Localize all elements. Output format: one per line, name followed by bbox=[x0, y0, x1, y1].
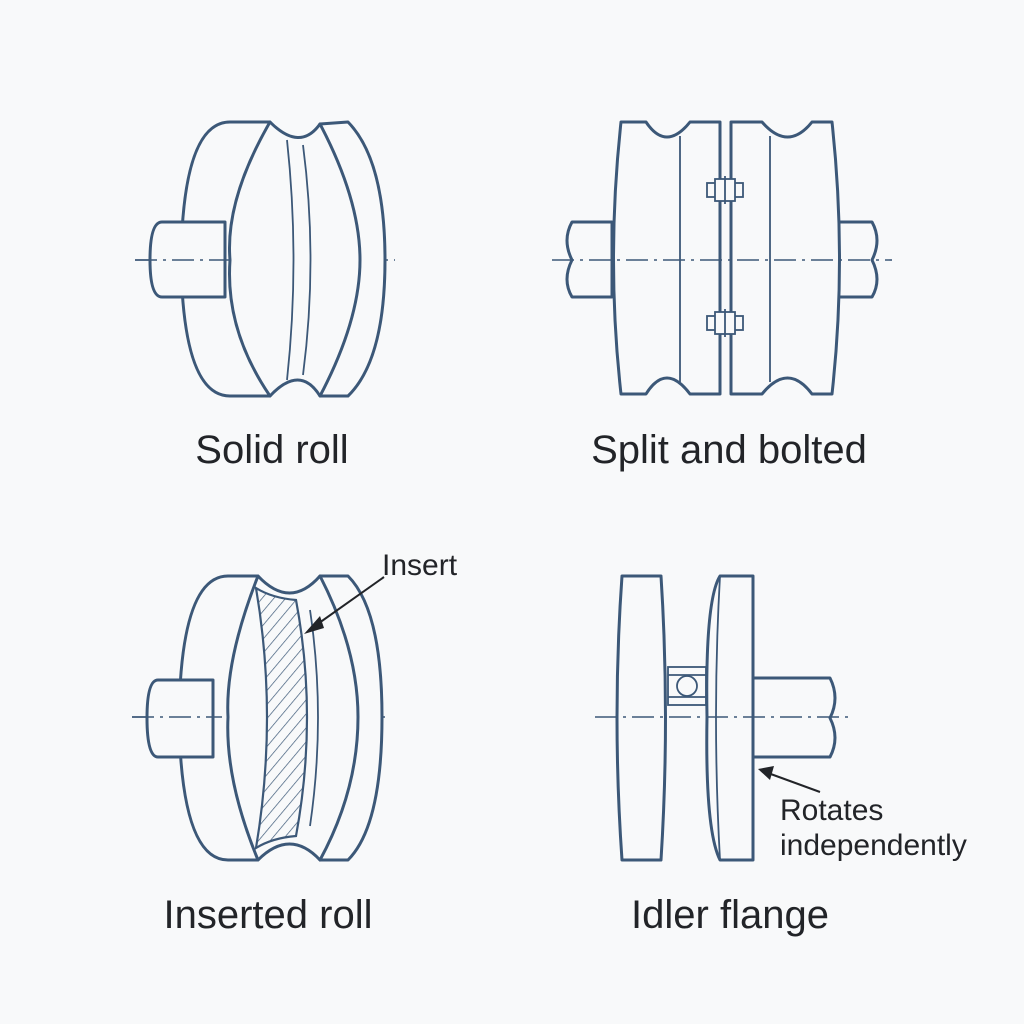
idler-arrow-head-icon bbox=[758, 766, 774, 780]
inserted-roll-drawing bbox=[132, 574, 390, 862]
caption-solid-roll: Solid roll bbox=[195, 428, 348, 472]
insert-arrow-head-icon bbox=[304, 616, 324, 634]
caption-split-bolted: Split and bolted bbox=[591, 428, 867, 472]
caption-idler-flange: Idler flange bbox=[631, 893, 829, 937]
inserted-roll-shaft bbox=[145, 678, 215, 759]
solid-roll-groove-line bbox=[302, 144, 312, 376]
idler-fixed-flange bbox=[615, 574, 667, 862]
split-roll-right-half bbox=[729, 120, 841, 396]
label-insert: Insert bbox=[382, 549, 458, 582]
split-roll-left-half bbox=[612, 120, 722, 396]
split-roll-drawing bbox=[552, 120, 892, 396]
bolt-icon bbox=[706, 309, 744, 337]
idler-leader-line bbox=[767, 772, 821, 793]
idler-flange-drawing bbox=[595, 574, 852, 862]
insert-hatched-section bbox=[254, 585, 309, 851]
label-independently: independently bbox=[780, 829, 967, 862]
insert-leader-line bbox=[311, 576, 385, 629]
solid-roll-rim bbox=[318, 122, 362, 398]
caption-inserted-roll: Inserted roll bbox=[164, 893, 373, 937]
inserted-roll-groove-line bbox=[309, 609, 319, 827]
solid-roll-groove-line bbox=[286, 139, 295, 381]
bearing-ball-icon bbox=[676, 675, 698, 697]
inserted-roll-rim bbox=[318, 574, 360, 862]
idler-rotating-flange bbox=[705, 574, 755, 862]
solid-roll-drawing bbox=[135, 120, 395, 398]
inserted-roll-face-edge bbox=[226, 574, 260, 862]
bolt-icon bbox=[706, 176, 744, 204]
label-rotates: Rotates bbox=[780, 794, 883, 827]
